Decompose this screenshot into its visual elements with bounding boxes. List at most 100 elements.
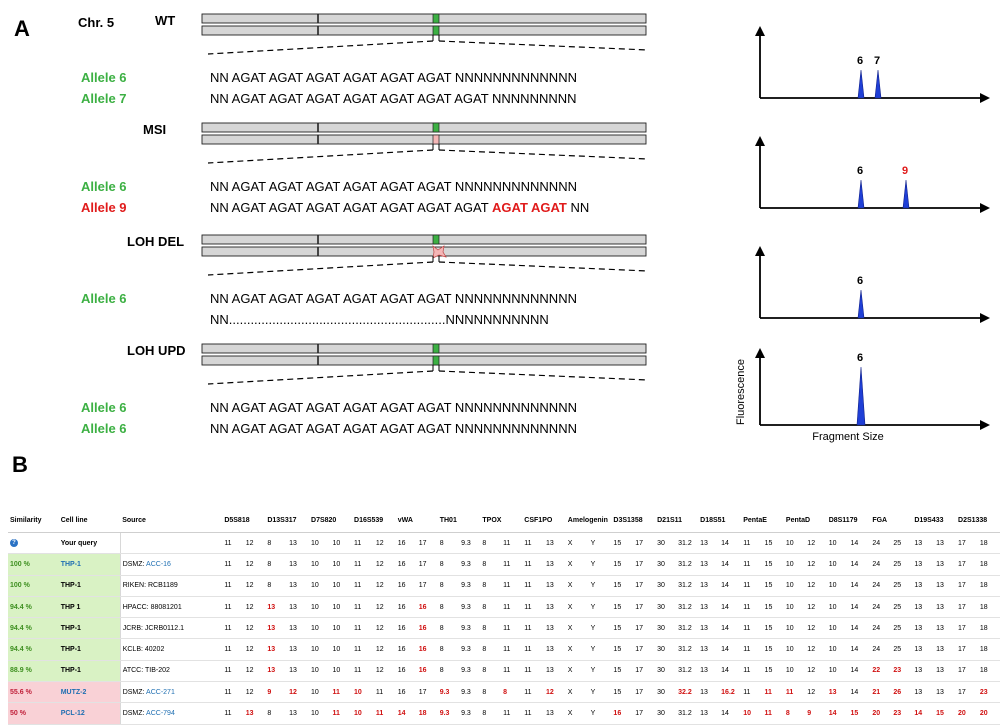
source-accession-link[interactable]: ACC-16 xyxy=(146,560,171,568)
allele-value: 10 xyxy=(741,702,763,725)
allele-value: 16 xyxy=(395,575,417,597)
allele-value: 11 xyxy=(373,681,396,704)
allele-value: 21 xyxy=(870,681,892,704)
allele-value: 12 xyxy=(373,660,396,683)
allele-value: 13 xyxy=(934,617,957,640)
allele-value: 10 xyxy=(783,532,806,555)
header-marker: D3S1358 xyxy=(611,508,656,533)
allele-value: 10 xyxy=(826,660,849,683)
allele-value: 13 xyxy=(698,532,720,555)
allele-value: 17 xyxy=(633,681,656,704)
similarity-cell: 94.4 % xyxy=(8,617,59,640)
allele-label-0-0: Allele 6 xyxy=(81,70,127,85)
cell-line-cell: THP 1 xyxy=(58,596,121,619)
allele-value: 24 xyxy=(870,575,892,597)
allele-value: 14 xyxy=(848,617,871,640)
peak-label-0-0: 6 xyxy=(857,55,863,67)
cell-line-name[interactable]: PCL-12 xyxy=(60,710,85,718)
allele-value: 11 xyxy=(222,638,244,661)
allele-value: 13 xyxy=(265,617,288,640)
source-accession-link[interactable]: ACC-794 xyxy=(146,710,175,718)
allele-value: 9.3 xyxy=(459,553,481,576)
allele-value: 9.3 xyxy=(437,681,460,704)
source-cell: KCLB: 40202 xyxy=(119,638,223,661)
allele-value: 13 xyxy=(912,638,935,661)
allele-value: 15 xyxy=(934,702,957,725)
allele-value: 8 xyxy=(265,702,288,725)
allele-value: 11 xyxy=(501,660,523,683)
allele-value: 11 xyxy=(222,681,244,704)
allele-value: X xyxy=(565,575,589,597)
source-cell: DSMZ: ACC-16 xyxy=(119,553,223,576)
allele-value: 23 xyxy=(977,681,1000,704)
allele-value: 11 xyxy=(222,617,244,640)
allele-value: 15 xyxy=(611,596,634,619)
allele-value: 13 xyxy=(934,532,957,555)
allele-value: 14 xyxy=(719,575,742,597)
chromosome-bar xyxy=(201,122,647,133)
source-accession-link[interactable]: ACC-271 xyxy=(146,688,175,696)
cell-line-name: THP-1 xyxy=(60,646,81,654)
allele-value: 24 xyxy=(870,553,892,576)
allele-value: 16 xyxy=(416,617,438,640)
header-marker: D21S11 xyxy=(655,508,699,533)
allele-value: X xyxy=(565,596,589,619)
cell-line-name[interactable]: THP-1 xyxy=(60,560,81,568)
allele-value: 17 xyxy=(633,660,656,683)
header-marker: FGA xyxy=(870,508,913,533)
allele-value: 13 xyxy=(934,575,957,597)
allele-value: 31.2 xyxy=(676,553,699,576)
question-circle-icon[interactable]: ? xyxy=(10,539,18,548)
allele-value: 10 xyxy=(826,596,849,619)
allele-value: 20 xyxy=(956,702,978,725)
query-source-empty xyxy=(119,532,223,555)
allele-value: 8 xyxy=(265,553,288,576)
allele-value: 11 xyxy=(741,617,763,640)
allele-value: 24 xyxy=(870,596,892,619)
allele-value: 10 xyxy=(352,702,374,725)
x-axis-arrow xyxy=(980,420,990,430)
allele-value: 13 xyxy=(287,553,310,576)
query-label: Your query xyxy=(58,532,121,555)
fluorescence-peak xyxy=(902,179,910,209)
allele-value: 12 xyxy=(805,617,827,640)
allele-value: 12 xyxy=(243,617,266,640)
allele-value: 10 xyxy=(826,553,849,576)
allele-value: Y xyxy=(588,532,612,555)
allele-value: 13 xyxy=(934,638,957,661)
allele-value: 9.3 xyxy=(459,617,481,640)
allele-value: 8 xyxy=(437,553,460,576)
allele-value: 11 xyxy=(352,638,374,661)
allele-value: 10 xyxy=(783,660,806,683)
allele-value: 11 xyxy=(222,596,244,619)
allele-value: Y xyxy=(588,638,612,661)
allele-value: 12 xyxy=(373,575,396,597)
chromosome-bar xyxy=(201,355,647,366)
allele-value: 12 xyxy=(243,553,266,576)
row-label-3: LOH UPD xyxy=(127,343,186,358)
allele-value: 30 xyxy=(655,660,677,683)
allele-value: 12 xyxy=(373,532,396,555)
allele-value: 13 xyxy=(934,660,957,683)
allele-value: 12 xyxy=(287,681,310,704)
cell-line-name[interactable]: MUTZ-2 xyxy=(60,688,87,696)
zoom-dashed-line xyxy=(438,261,649,272)
allele-value: 12 xyxy=(243,638,266,661)
allele-value: 8 xyxy=(480,702,502,725)
allele-value: 11 xyxy=(741,553,763,576)
allele-value: 11 xyxy=(522,702,545,725)
source-label: KCLB: 40202 xyxy=(122,646,165,654)
chromosome-bar xyxy=(201,134,647,145)
allele-value: 13 xyxy=(934,553,957,576)
similarity-cell: 88.9 % xyxy=(8,660,59,683)
allele-value: 10 xyxy=(783,575,806,597)
